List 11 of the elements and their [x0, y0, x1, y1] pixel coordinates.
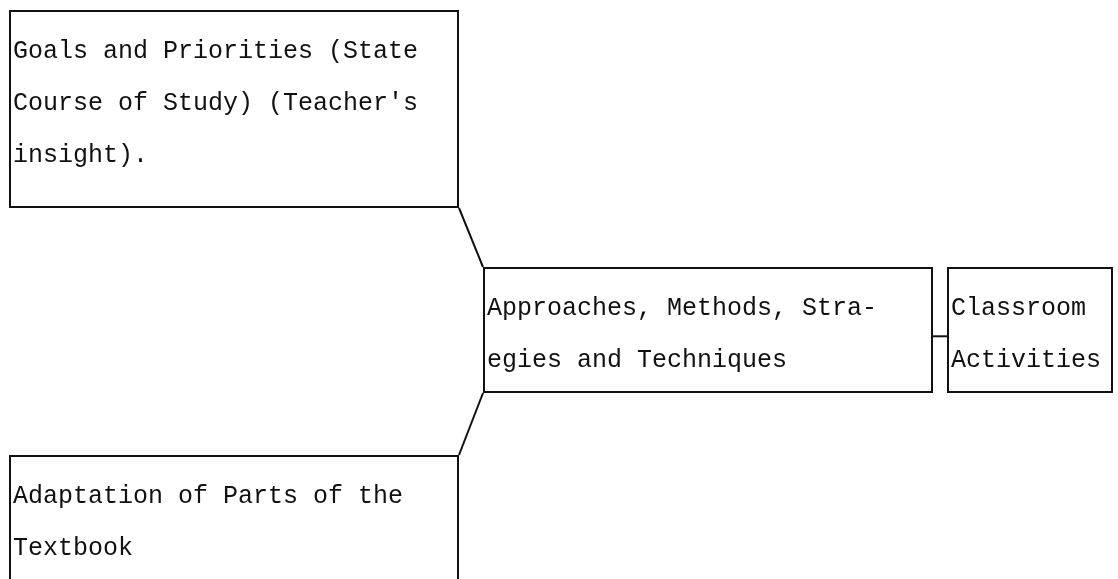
text-box: [9, 10, 459, 208]
box-text: Approaches, Methods, Stra- egies and Techniques: [487, 293, 879, 377]
connector-line: [932, 335, 948, 338]
box-text: Classroom Activities: [951, 293, 1103, 377]
connector-line: [458, 207, 484, 268]
text-box: [9, 455, 459, 579]
text-box: [947, 267, 1113, 393]
box-text: Goals and Priorities (State Course of Study) (Teacher's insight).: [13, 36, 420, 172]
box-text: Adaptation of Parts of the Textbook: [13, 481, 405, 565]
text-box: [483, 267, 933, 393]
connector-line: [458, 392, 484, 456]
